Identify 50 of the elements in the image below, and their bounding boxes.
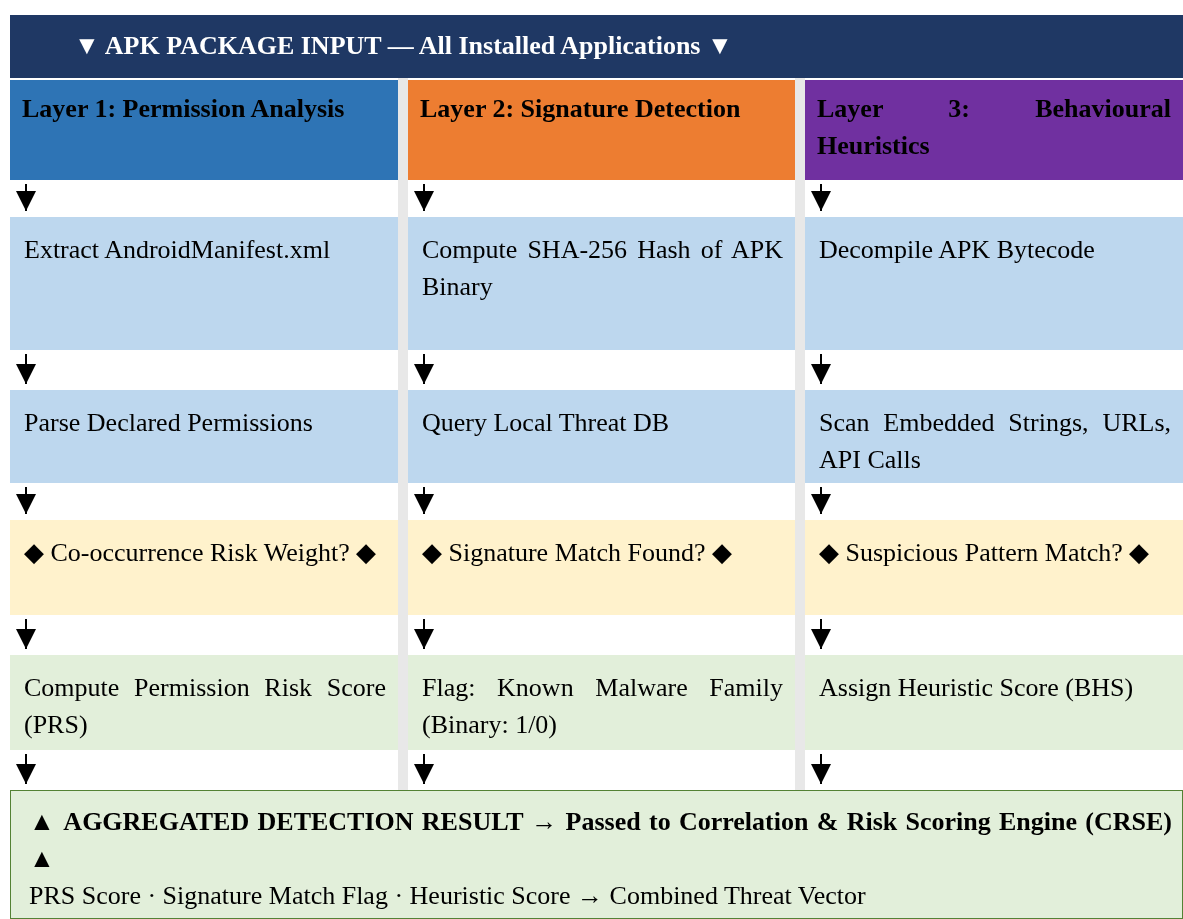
arrow [16, 618, 36, 650]
process-box [805, 217, 1183, 350]
heading-text: Layer 2: Signature Detection [420, 93, 742, 125]
step-text: Parse Declared Permissions [24, 407, 314, 439]
arrow [414, 486, 434, 515]
layer-header [10, 80, 398, 180]
aggregated-result-box [10, 790, 1183, 919]
step-text: PRS Score · Signature Match Flag · Heuristic Score → Combined Threat Vector [29, 880, 867, 912]
input-banner [10, 15, 1183, 78]
arrow [811, 486, 831, 515]
step-text: Decompile APK Bytecode [819, 234, 1096, 266]
arrow [16, 486, 36, 515]
arrow [16, 353, 36, 385]
banner-title: ▼ APK PACKAGE INPUT — All Installed Applications ▼ [74, 30, 734, 62]
result-box [10, 655, 398, 750]
step-text: ◆ Signature Match Found? ◆ [422, 537, 734, 569]
decision-box [10, 520, 398, 615]
arrow [811, 183, 831, 212]
arrow [16, 183, 36, 212]
arrow [414, 183, 434, 212]
decision-box [805, 520, 1183, 615]
heading-text: Layer 1: Permission Analysis [22, 93, 346, 125]
heading-text: Layer 3: Behavioural Heuristics [817, 93, 1171, 162]
step-text: Flag: Known Malware Family (Binary: 1/0) [422, 672, 783, 741]
process-box [408, 390, 795, 483]
result-box [805, 655, 1183, 750]
decision-box [408, 520, 795, 615]
arrow [414, 353, 434, 385]
step-text: Assign Heuristic Score (BHS) [819, 672, 1135, 704]
arrow [16, 753, 36, 785]
step-text: Query Local Threat DB [422, 407, 671, 439]
process-box [805, 390, 1183, 483]
process-box [408, 217, 795, 350]
heading-text: ▲ AGGREGATED DETECTION RESULT → Passed to Correlation & Risk Scoring Engine (CRSE) ▲ [29, 806, 1172, 875]
process-box [10, 390, 398, 483]
arrow [811, 753, 831, 785]
step-text: ◆ Co-occurrence Risk Weight? ◆ [24, 537, 378, 569]
process-box [10, 217, 398, 350]
arrow [414, 618, 434, 650]
step-text: ◆ Suspicious Pattern Match? ◆ [819, 537, 1151, 569]
layer-header [805, 80, 1183, 180]
arrow [811, 353, 831, 385]
result-box [408, 655, 795, 750]
arrow [811, 618, 831, 650]
step-text: Compute SHA-256 Hash of APK Binary [422, 234, 783, 303]
step-text: Scan Embedded Strings, URLs, API Calls [819, 407, 1171, 476]
step-text: Extract AndroidManifest.xml [24, 234, 332, 266]
arrow [414, 753, 434, 785]
layer-header [408, 80, 795, 180]
step-text: Compute Permission Risk Score (PRS) [24, 672, 386, 741]
